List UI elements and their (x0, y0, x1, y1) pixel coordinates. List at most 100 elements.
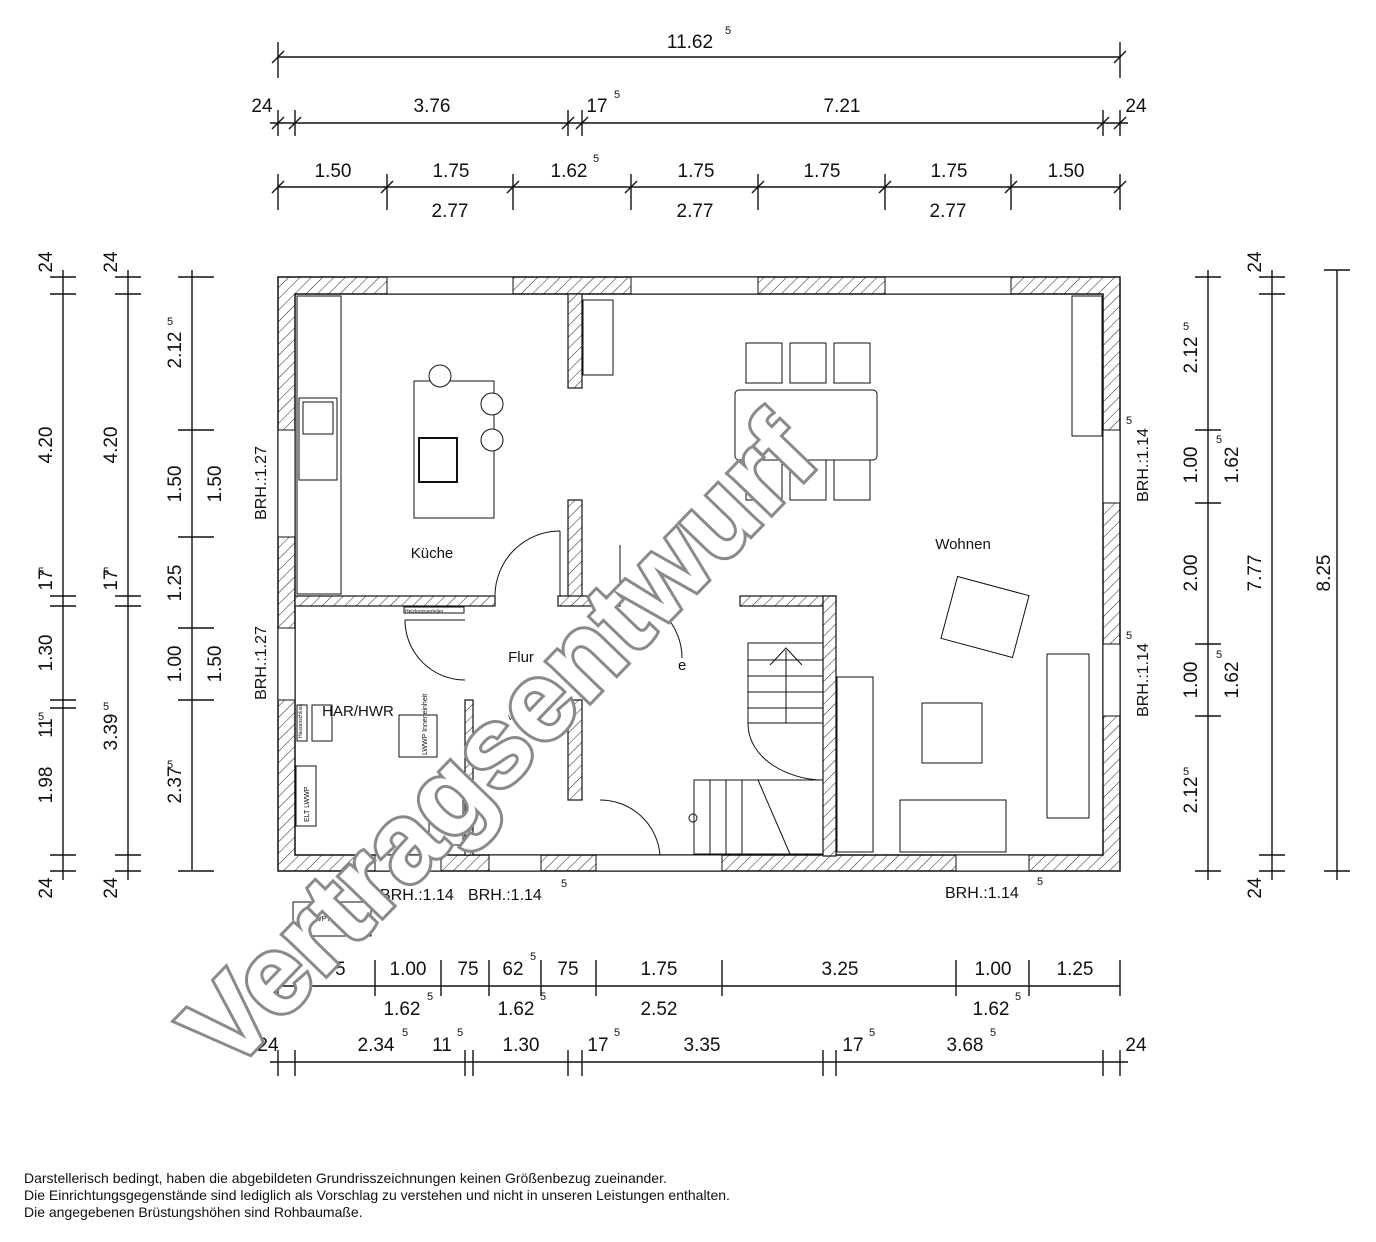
dim-sup: 5 (1216, 649, 1222, 661)
dim-label: 1.50 (205, 466, 226, 503)
room-har-hwr: HAR/HWR (322, 703, 394, 720)
dim-label: 24 (101, 877, 122, 899)
interior-walls (294, 293, 837, 857)
dim-sup: 5 (457, 1027, 463, 1039)
disclaimer-line: Die Einrichtungsgegenstände sind ledigli… (24, 1187, 730, 1203)
dim-sup: 5 (614, 89, 620, 101)
dim-label: 7.77 (1245, 555, 1266, 592)
brh-right-lower: BRH.:1.14 (1135, 643, 1152, 717)
dim-label: 2.00 (1181, 555, 1202, 592)
dim-label: 17 (586, 96, 607, 117)
dim-label: 2.77 (930, 201, 967, 222)
dim-label: 1.00 (390, 959, 427, 980)
dim-sup: 5 (1126, 415, 1132, 427)
dim-label: 11 (432, 1035, 452, 1056)
dim-label: 1.50 (315, 161, 352, 182)
staircase (688, 642, 824, 855)
dim-label: 3.25 (822, 959, 859, 980)
dim-label: 1.30 (503, 1035, 540, 1056)
dim-label: 2.77 (432, 201, 469, 222)
room-wohnen: Wohnen (935, 536, 991, 553)
doors (404, 530, 683, 856)
dim-sup: 5 (103, 566, 109, 578)
room-kueche: Küche (411, 545, 454, 562)
dim-label: 3.39 (101, 714, 122, 751)
dim-label: 17 (587, 1035, 608, 1056)
dim-label: 24 (36, 251, 57, 273)
dim-label: 1.62 (1222, 662, 1243, 699)
room-flur: Flur (508, 649, 534, 666)
dim-label: 1.50 (1048, 161, 1085, 182)
right-dimension-labels: 2.12 1.00 2.00 1.00 2.12 1.62 1.62 24 7.… (1181, 251, 1335, 899)
utility-equipment (292, 704, 464, 937)
brh-right-upper: BRH.:1.14 (1135, 428, 1152, 502)
dim-label: 3.76 (414, 96, 451, 117)
disclaimer-block: Darstellerisch bedingt, haben die abgebi… (24, 1170, 730, 1221)
dim-sup: 5 (540, 991, 546, 1003)
dim-label: 3.35 (684, 1035, 721, 1056)
dim-label: 24 (101, 251, 122, 273)
brh-left-upper: BRH.:1.27 (253, 446, 270, 520)
left-dimensions (50, 270, 214, 880)
dim-label: 17 (36, 569, 57, 590)
heizkreisverteiler-label: Heizkreisverteiler (405, 609, 444, 615)
dim-sup: 5 (402, 1027, 408, 1039)
dim-sup: 5 (990, 1027, 996, 1039)
dim-label: 4.20 (101, 427, 122, 464)
dim-label: 1.62 (973, 999, 1010, 1020)
dim-sup: 5 (1015, 991, 1021, 1003)
dim-label: 8.25 (1314, 555, 1335, 592)
left-dimension-labels: 24 4.20 17 1.30 11 1.98 24 24 4.20 17 3.… (36, 251, 226, 899)
dim-label: 2.12 (165, 332, 186, 369)
dim-label: 2.52 (641, 999, 678, 1020)
floor-plan-drawing: 11.62 5 24 3.76 17 5 7.21 24 1.50 1.75 1… (36, 25, 1350, 1095)
dim-label: 11 (36, 718, 57, 738)
dim-label: 1.75 (804, 161, 841, 182)
dim-label: 17 (101, 569, 122, 590)
living-furniture (734, 295, 1103, 853)
dim-label: 1.00 (1181, 662, 1202, 699)
dim-sup: 5 (1037, 876, 1043, 888)
dim-sup: 5 (869, 1027, 875, 1039)
dim-label: 1.50 (205, 646, 226, 683)
dim-label: 1.75 (678, 161, 715, 182)
dim-label: 24 (36, 877, 57, 899)
dim-label: 1.75 (641, 959, 678, 980)
dim-label: 2.37 (165, 767, 186, 804)
right-dimensions (1195, 269, 1350, 880)
lwwp-aussen-label: LWWP Außen (305, 916, 348, 923)
dim-label: 24 (1245, 877, 1266, 899)
brh-bottom-right: BRH.:1.14 (945, 885, 1019, 902)
dim-sup: 5 (1126, 630, 1132, 642)
dim-overall-width: 11.62 (667, 32, 713, 53)
dim-label: 1.30 (36, 635, 57, 672)
hausanschluss-label: Hausanschluss (298, 704, 304, 738)
dim-label: 1.75 (931, 161, 968, 182)
dim-label: 62 (502, 959, 523, 980)
dim-sup: 5 (38, 711, 44, 723)
dim-label: 4.20 (36, 427, 57, 464)
elt-lwwp-label: ELT LWWP (304, 786, 311, 822)
windows (277, 276, 1121, 872)
bottom-dimensions (270, 960, 1128, 1076)
dim-label: 75 (457, 959, 478, 980)
dim-label: 2.12 (1181, 337, 1202, 374)
dim-sup: 5 (427, 991, 433, 1003)
dim-label: 2.34 (358, 1035, 395, 1056)
dim-label: 3.68 (947, 1035, 984, 1056)
dim-label: 2.77 (677, 201, 714, 222)
dim-sup: 5 (103, 701, 109, 713)
disclaimer-line: Darstellerisch bedingt, haben die abgebi… (24, 1170, 667, 1186)
dim-sup: 5 (1183, 766, 1189, 778)
kitchen-furniture (296, 295, 614, 614)
dim-label: 24 (1245, 251, 1266, 273)
dim-sup: 5 (593, 153, 599, 165)
room-stair-partial: e (678, 657, 686, 674)
top-dimensions (270, 42, 1128, 210)
brh-left-lower: BRH.:1.27 (253, 626, 270, 700)
dim-label: 1.75 (433, 161, 470, 182)
dim-sup: 5 (561, 878, 567, 890)
room-vor-partial: Vor (508, 715, 519, 722)
dim-label: 75 (324, 959, 345, 980)
dim-label: 1.00 (975, 959, 1012, 980)
